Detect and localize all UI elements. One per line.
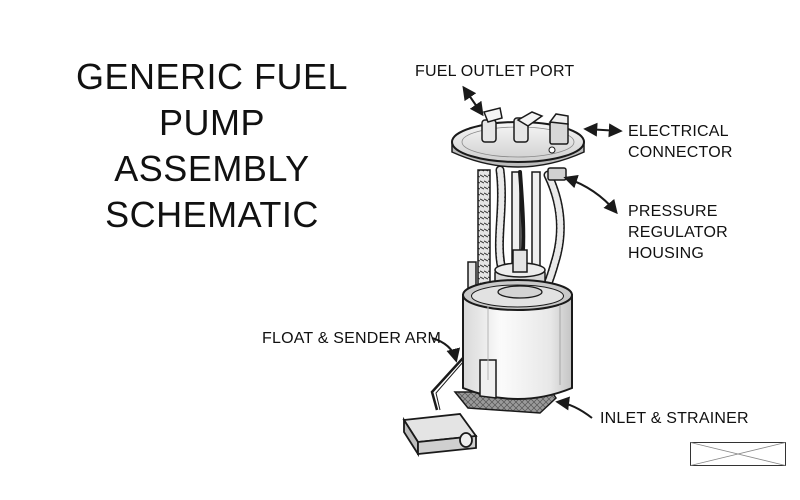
label-electrical-connector: ELECTRICAL CONNECTOR bbox=[628, 121, 733, 163]
regulator-housing-body bbox=[547, 167, 567, 181]
leader-arrows bbox=[431, 85, 623, 419]
arrow-pressure-regulator bbox=[563, 174, 618, 215]
label-pressure-line-1: PRESSURE bbox=[628, 203, 718, 220]
arrow-inlet-strainer bbox=[555, 396, 593, 419]
title-line-2: ASSEMBLY SCHEMATIC bbox=[105, 148, 319, 235]
label-inlet-strainer: INLET & STRAINER bbox=[600, 410, 749, 427]
diagram-title: GENERIC FUEL PUMP ASSEMBLY SCHEMATIC bbox=[22, 54, 402, 238]
float-arm bbox=[430, 357, 464, 411]
label-electrical-line-2: CONNECTOR bbox=[628, 144, 733, 161]
label-pressure-regulator-housing: PRESSURE REGULATOR HOUSING bbox=[628, 201, 728, 264]
arrow-fuel-outlet bbox=[462, 85, 484, 117]
label-electrical-line-1: ELECTRICAL bbox=[628, 123, 729, 140]
label-pressure-line-3: HOUSING bbox=[628, 245, 705, 262]
label-float-sender-arm: FLOAT & SENDER ARM bbox=[262, 330, 442, 347]
outlet-ports bbox=[481, 107, 544, 143]
arrow-electrical-connector bbox=[583, 122, 623, 138]
reservoir-canister bbox=[462, 279, 573, 400]
placeholder-image-box bbox=[690, 442, 786, 466]
title-line-1: GENERIC FUEL PUMP bbox=[75, 56, 349, 143]
label-fuel-outlet-port: FUEL OUTLET PORT bbox=[415, 63, 575, 80]
arrow-float-arm bbox=[431, 337, 461, 363]
label-pressure-line-2: REGULATOR bbox=[628, 224, 728, 241]
electrical-connector-body bbox=[548, 113, 569, 145]
float bbox=[402, 413, 478, 458]
